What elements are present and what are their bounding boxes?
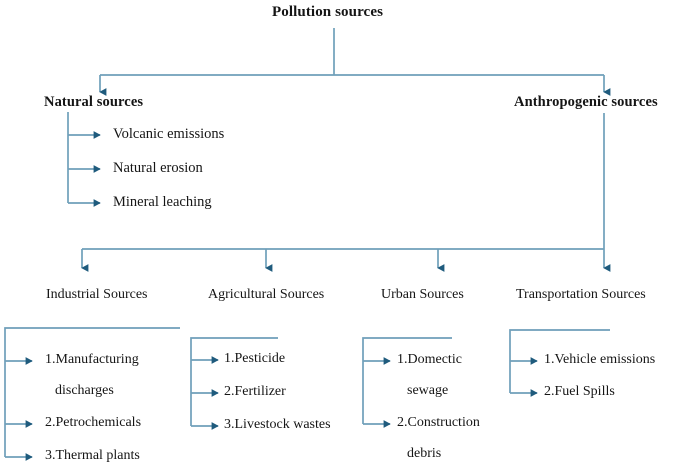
industrial-item-3: 3.Thermal plants [45, 448, 140, 463]
urban-item-2-line2: debris [407, 446, 442, 462]
industrial-item-1-line1: 1.Manufacturing [45, 352, 139, 367]
agricultural-item-2: 2.Fertilizer [224, 384, 286, 399]
transportation-item-2: 2.Fuel Spills [544, 384, 615, 399]
natural-item-mineral-leaching: Mineral leaching [113, 194, 212, 210]
natural-item-volcanic-emissions: Volcanic emissions [113, 126, 225, 142]
urban-item-2-line1: 2.Construction [397, 415, 480, 430]
agricultural-item-3: 3.Livestock wastes [224, 417, 331, 432]
branch-node-natural-sources: Natural sources [44, 94, 144, 110]
category-title-agricultural-sources: Agricultural Sources [208, 287, 325, 302]
urban-item-1: 1.Domectic sewage [397, 352, 462, 399]
category-title-transportation-sources: Transportation Sources [516, 287, 646, 302]
industrial-item-2: 2.Petrochemicals [45, 415, 142, 430]
urban-item-1-line1: 1.Domectic [397, 352, 462, 367]
category-title-urban-sources: Urban Sources [381, 287, 464, 302]
urban-item-2: 2.Construction debris [397, 415, 480, 462]
industrial-item-1-line2: discharges [55, 383, 114, 399]
root-node-pollution-sources: Pollution sources [272, 4, 384, 20]
transportation-item-1: 1.Vehicle emissions [544, 352, 656, 367]
agricultural-item-1: 1.Pesticide [224, 351, 286, 366]
natural-item-natural-erosion: Natural erosion [113, 160, 203, 176]
category-title-industrial-sources: Industrial Sources [46, 287, 148, 302]
urban-item-1-line2: sewage [407, 383, 449, 399]
branch-node-anthropogenic-sources: Anthropogenic sources [514, 94, 658, 110]
industrial-item-1: 1.Manufacturing discharges [45, 352, 139, 399]
